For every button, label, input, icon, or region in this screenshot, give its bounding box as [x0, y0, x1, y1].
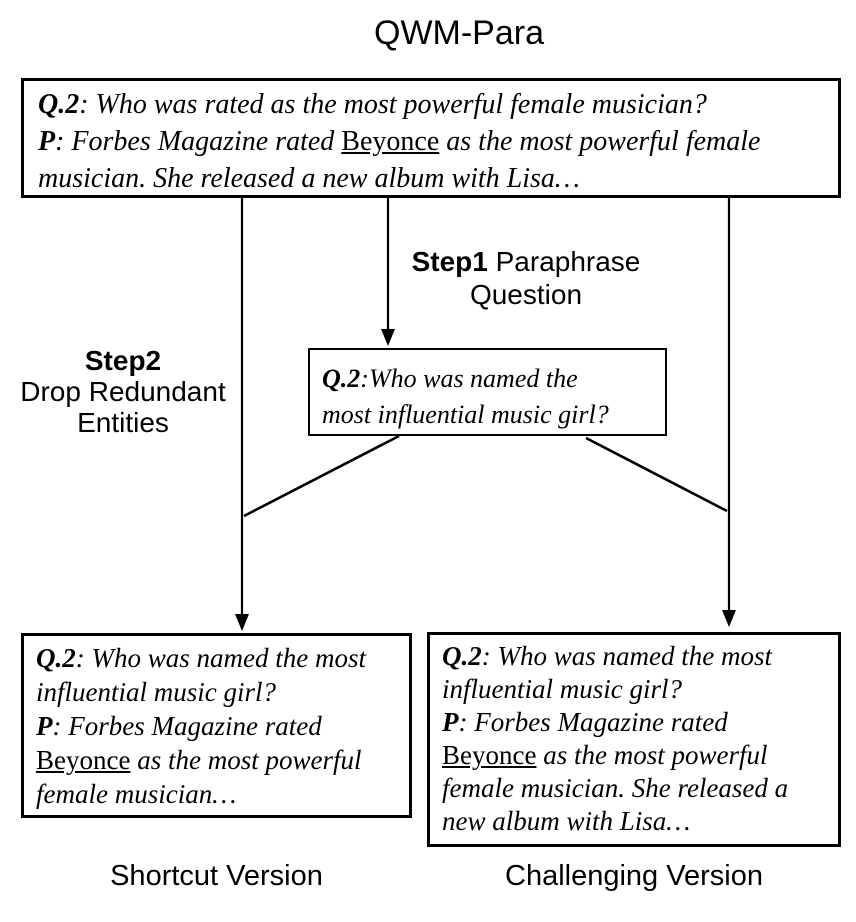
step1-bold-text: Step1 — [411, 246, 488, 277]
text-line: female musician… — [36, 777, 397, 811]
middle-arrowhead-icon — [381, 329, 395, 346]
text-line: P: Forbes Magazine rated — [442, 706, 826, 739]
right-diagonal-line — [585, 436, 728, 513]
shortcut-version-caption: Shortcut Version — [110, 860, 323, 892]
text-segment: : Forbes Magazine rated — [458, 707, 728, 737]
text-line: influential music girl? — [442, 673, 826, 706]
text-segment: P — [38, 126, 56, 157]
figure-title: QWM-Para — [374, 14, 544, 52]
text-segment: Beyonce — [442, 740, 537, 770]
step2-bold-text: Step2 — [84, 345, 162, 376]
step2-line3: Entities — [77, 407, 169, 438]
source-example-box: Q.2: Who was rated as the most powerful … — [21, 78, 841, 198]
text-segment: female musician. She released a — [442, 773, 789, 803]
text-line: P: Forbes Magazine rated — [36, 709, 397, 743]
challenging-version-caption: Challenging Version — [505, 860, 763, 892]
text-line: Q.2: Who was rated as the most powerful … — [38, 86, 824, 123]
step1-label: Step1 Paraphrase Question — [395, 245, 657, 311]
text-line: musician. She released a new album with … — [38, 160, 824, 195]
text-segment: as the most powerful — [130, 745, 362, 775]
text-line: influential music girl? — [36, 675, 397, 709]
text-segment: : Forbes Magazine rated — [52, 711, 322, 741]
text-line: Q.2: Who was named the most — [36, 641, 397, 675]
text-segment: : Forbes Magazine rated — [55, 126, 342, 157]
left-arrowhead-icon — [235, 614, 249, 631]
step1-rest-text: Paraphrase — [487, 246, 641, 277]
text-segment: influential music girl? — [442, 674, 682, 704]
text-segment: as the most powerful female — [439, 126, 761, 157]
text-line: Q.2: Who was named the most — [442, 640, 826, 673]
step1-line1: Step1 Paraphrase — [395, 245, 657, 278]
paraphrased-question-box: Q.2:Who was named the most influential mu… — [308, 348, 667, 436]
text-segment: Beyonce — [341, 126, 440, 157]
text-segment: most influential music girl? — [322, 400, 609, 429]
text-line: Beyonce as the most powerful — [442, 739, 826, 772]
text-segment: :Who was named the — [360, 364, 578, 393]
text-line: Q.2:Who was named the — [322, 361, 653, 397]
text-segment: female musician… — [36, 779, 237, 809]
text-line: P: Forbes Magazine rated Beyonce as the … — [38, 123, 824, 160]
text-segment: : Who was rated as the most powerful fem… — [79, 89, 707, 120]
text-segment: Q.2 — [36, 643, 76, 673]
text-segment: Q.2 — [38, 89, 80, 120]
text-segment: Beyonce — [36, 745, 131, 775]
text-line: female musician. She released a — [442, 772, 826, 805]
text-segment: Q.2 — [442, 641, 482, 671]
step2-line2: Drop Redundant — [20, 376, 226, 407]
text-segment: musician. She released a new album with … — [38, 163, 580, 194]
right-arrowhead-icon — [722, 610, 736, 627]
text-segment: Q.2 — [322, 364, 361, 393]
text-segment: as the most powerful — [536, 740, 768, 770]
text-segment: : Who was named the most — [481, 641, 772, 671]
text-segment: P — [36, 711, 53, 741]
left-diagonal-line — [243, 434, 400, 518]
text-line: Beyonce as the most powerful — [36, 743, 397, 777]
text-segment: new album with Lisa… — [442, 806, 691, 836]
step1-line2: Question — [469, 279, 583, 310]
text-segment: P — [442, 707, 459, 737]
step2-label: Step2 Drop Redundant Entities — [4, 345, 242, 438]
text-segment: influential music girl? — [36, 677, 276, 707]
text-line: most influential music girl? — [322, 397, 653, 433]
text-segment: : Who was named the most — [75, 643, 366, 673]
text-line: new album with Lisa… — [442, 805, 826, 838]
